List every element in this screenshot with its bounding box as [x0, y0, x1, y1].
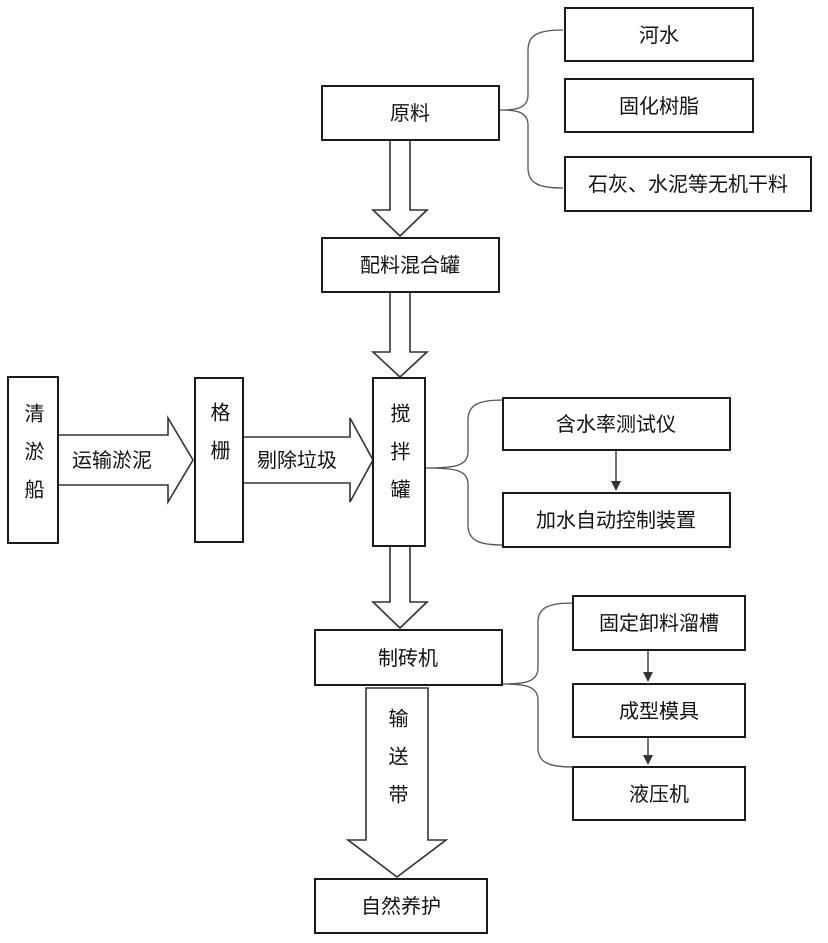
node-dredger: 清淤船	[8, 377, 58, 543]
node-inorganic-dry-materials: 石灰、水泥等无机干料	[565, 157, 811, 211]
node-mixing-tank: 搅拌罐	[373, 378, 425, 546]
node-batching-mixing-tank: 配料混合罐	[322, 238, 499, 292]
svg-text:配料混合罐: 配料混合罐	[360, 253, 460, 277]
svg-text:含水率测试仪: 含水率测试仪	[556, 412, 676, 436]
svg-text:加水自动控制装置: 加水自动控制装置	[536, 508, 696, 532]
arrow-raw-to-batching	[373, 140, 427, 236]
svg-text:格栅: 格栅	[207, 402, 231, 478]
node-water-controller: 加水自动控制装置	[503, 493, 730, 547]
svg-text:搅拌罐: 搅拌罐	[387, 403, 411, 517]
svg-text:成型模具: 成型模具	[619, 699, 699, 723]
svg-text:液压机: 液压机	[629, 782, 689, 806]
arrow-batching-to-mixing	[373, 292, 427, 377]
node-cured-resin: 固化树脂	[565, 79, 753, 132]
label-conveyor-belt: 输送带	[385, 708, 409, 822]
node-grille: 格栅	[195, 378, 243, 542]
brace-raw-materials	[500, 30, 563, 188]
node-moisture-tester: 含水率测试仪	[503, 398, 730, 450]
svg-text:河水: 河水	[639, 23, 679, 47]
svg-text:固化树脂: 固化树脂	[619, 94, 699, 118]
svg-text:清淤船: 清淤船	[21, 403, 45, 517]
node-natural-curing: 自然养护	[315, 879, 487, 933]
svg-text:原料: 原料	[390, 101, 430, 125]
label-remove-garbage: 剔除垃圾	[257, 448, 337, 472]
node-raw-materials: 原料	[322, 86, 499, 140]
brace-brick-machine	[502, 603, 573, 767]
node-discharge-chute: 固定卸料溜槽	[573, 596, 745, 650]
svg-text:制砖机: 制砖机	[378, 646, 438, 670]
node-river-water: 河水	[565, 8, 753, 61]
brace-mixing-tank	[425, 400, 503, 545]
arrow-mixing-to-brick	[373, 546, 427, 628]
svg-text:石灰、水泥等无机干料: 石灰、水泥等无机干料	[588, 172, 788, 196]
node-hydraulic-press: 液压机	[573, 767, 745, 820]
node-brick-machine: 制砖机	[315, 630, 502, 685]
label-transport-sludge: 运输淤泥	[72, 448, 152, 472]
node-mold: 成型模具	[573, 684, 745, 737]
svg-text:自然养护: 自然养护	[361, 894, 441, 918]
svg-text:固定卸料溜槽: 固定卸料溜槽	[599, 611, 719, 635]
